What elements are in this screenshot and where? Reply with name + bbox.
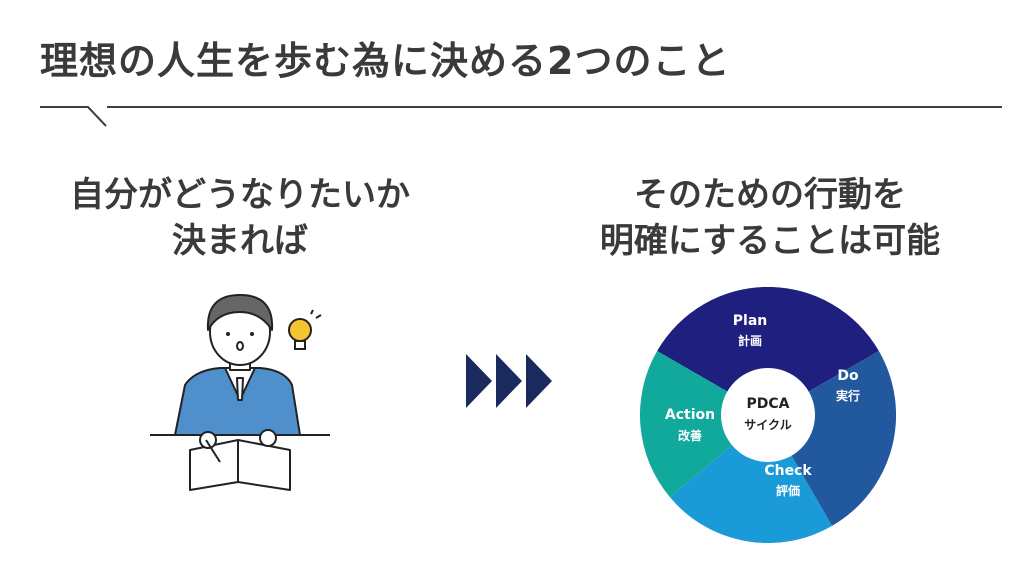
plan-label: Plan <box>733 313 767 329</box>
segment-do <box>768 351 896 526</box>
left-heading-line2: 決まれば <box>172 221 308 261</box>
do-ja-label: 実行 <box>836 388 860 403</box>
center-label: PDCA <box>747 396 790 412</box>
arrows-icon <box>466 354 552 408</box>
thinking-person-illustration <box>150 294 330 491</box>
title-divider <box>40 106 1002 127</box>
arrow-3 <box>526 354 552 408</box>
arrow-2 <box>496 354 522 408</box>
left-heading-line1: 自分がどうなりたいか <box>70 175 410 215</box>
slide-title: 理想の人生を歩む為に決める2つのこと <box>40 39 731 83</box>
action-ja-label: 改善 <box>678 428 702 443</box>
do-label: Do <box>837 368 859 384</box>
segment-action <box>640 351 768 498</box>
check-ja-label: 評価 <box>776 483 800 498</box>
left-heading: 自分がどうなりたいか 決まれば <box>40 172 440 264</box>
action-label: Action <box>665 407 715 423</box>
arrow-1 <box>466 354 492 408</box>
right-heading: そのための行動を 明確にすることは可能 <box>560 172 980 264</box>
pdca-cycle-diagram: Plan 計画 Do 実行 Check 評価 Action 改善 PDCA サイ… <box>640 287 896 543</box>
center-ja-label: サイクル <box>744 418 791 432</box>
check-label: Check <box>764 463 812 479</box>
segment-check <box>670 415 832 543</box>
plan-ja-label: 計画 <box>738 333 762 348</box>
right-heading-line2: 明確にすることは可能 <box>599 221 941 261</box>
lightbulb-icon <box>288 309 322 350</box>
right-heading-line1: そのための行動を <box>634 175 906 215</box>
